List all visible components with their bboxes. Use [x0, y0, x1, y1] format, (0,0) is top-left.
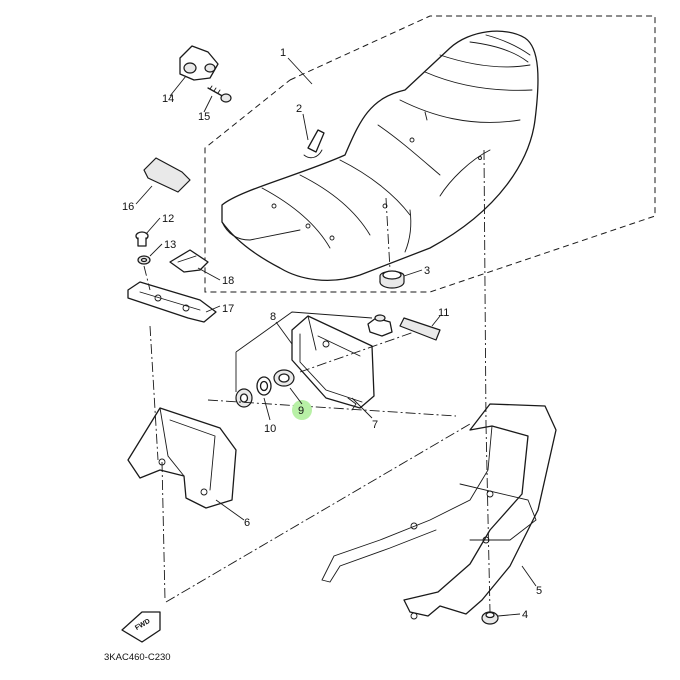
alignment-lines: [143, 149, 491, 613]
callout-11: 11: [438, 307, 449, 319]
callout-9: 9: [298, 405, 304, 417]
callout-6: 6: [244, 517, 250, 529]
callout-4: 4: [522, 609, 528, 621]
callout-18: 18: [222, 275, 234, 287]
callout-labels: 1 2 3 4 5 6 7 8 9 10 11 12 13 14 15 16 1…: [122, 47, 542, 621]
callout-14: 14: [162, 93, 174, 105]
seat-assembly-boundary: [204, 15, 656, 293]
callout-3: 3: [424, 265, 430, 277]
callout-10: 10: [264, 423, 276, 435]
callout-16: 16: [122, 201, 134, 213]
bolt-12-part: [135, 231, 149, 247]
forward-direction-arrow: FWD: [121, 611, 161, 643]
callout-8: 8: [270, 311, 276, 323]
stay-part: [127, 281, 217, 323]
nut-part: [235, 388, 253, 408]
grommet-part: [273, 369, 295, 387]
taillight-housing-part: [291, 315, 375, 411]
washer-13-part: [137, 255, 151, 265]
seat-part: [221, 30, 539, 281]
callout-7: 7: [372, 419, 378, 431]
washer-10-part: [256, 376, 272, 396]
pad-part: [143, 157, 191, 193]
part-code: 3KAC460-C230: [104, 652, 171, 663]
seat-damper-part: [379, 270, 405, 289]
leader-lines: [135, 57, 537, 617]
callout-17: 17: [222, 303, 234, 315]
callout-12: 12: [162, 213, 174, 225]
carrier-nut-part: [481, 611, 499, 625]
taillight-group-boundary: [235, 311, 373, 392]
callout-5: 5: [536, 585, 542, 597]
callout-13: 13: [164, 239, 176, 251]
bolt-part: [207, 85, 232, 103]
callout-1: 1: [280, 47, 286, 59]
socket-part: [367, 314, 393, 337]
label-part: [399, 317, 441, 341]
seat-hook-part: [303, 129, 325, 159]
rear-carrier-part: [321, 403, 557, 620]
callout-9-highlight: [292, 400, 312, 420]
clip-part: [169, 249, 209, 273]
callout-15: 15: [198, 111, 210, 123]
bracket-part: [179, 45, 219, 81]
bracket-6-part: [127, 407, 237, 509]
callout-2: 2: [296, 103, 302, 115]
